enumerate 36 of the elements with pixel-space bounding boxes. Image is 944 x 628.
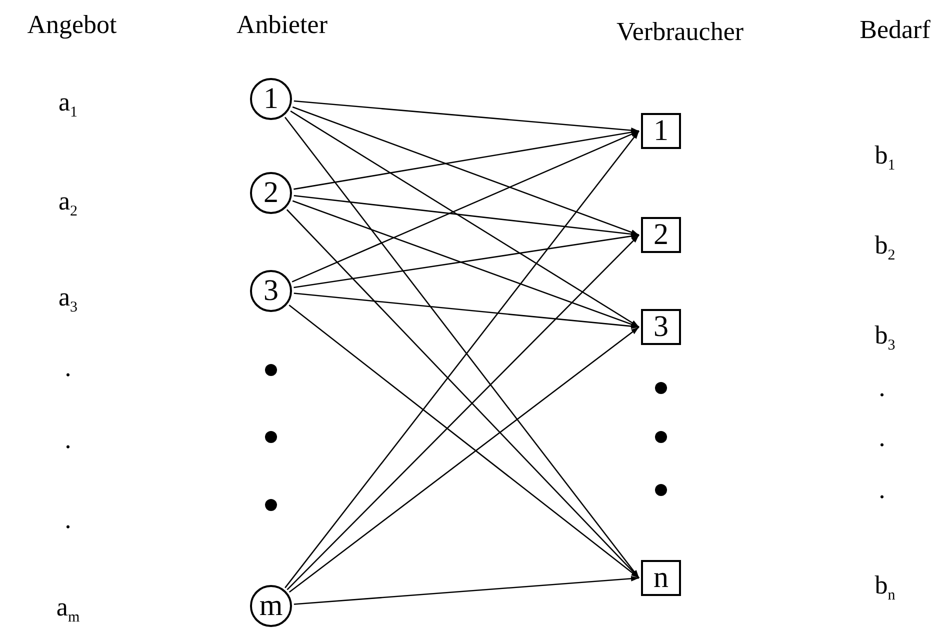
arrow <box>294 194 640 237</box>
arrow <box>292 200 640 328</box>
supplier-circle: 1 <box>250 78 292 120</box>
variable-label: a$_{m}$ <box>56 594 80 626</box>
variable-label: a$_{1}$ <box>58 89 78 121</box>
consumer-box: n <box>641 560 681 596</box>
supplier-circle: m <box>250 585 292 627</box>
variable-label: b$_{1}$ <box>874 142 896 174</box>
variable-label: b$_{3}$ <box>874 322 896 354</box>
variable-label: . <box>64 507 72 533</box>
column-heading: Anbieter <box>236 12 328 38</box>
variable-label: a$_{2}$ <box>58 188 78 220</box>
consumer-box: 2 <box>641 217 681 253</box>
arrow <box>290 110 640 328</box>
consumer-box: 1 <box>641 113 681 149</box>
variable-label: . <box>64 355 72 381</box>
arrow <box>294 576 640 605</box>
column-heading: Bedarf <box>860 17 930 43</box>
variable-label: b$_{n}$ <box>874 572 896 604</box>
variable-label: b$_{2}$ <box>874 232 896 264</box>
consumer-box: 3 <box>641 309 681 345</box>
supplier-circle: 2 <box>250 172 292 214</box>
column-heading: Angebot <box>27 12 117 38</box>
variable-label: . <box>878 425 886 451</box>
arrow <box>294 233 640 288</box>
arrow <box>294 292 640 329</box>
arrow <box>294 100 640 134</box>
variable-label: . <box>878 477 886 503</box>
arrow <box>292 106 640 236</box>
arrow <box>292 130 640 282</box>
arrow <box>294 130 640 190</box>
variable-label: . <box>64 427 72 453</box>
variable-label: a$_{3}$ <box>58 284 78 316</box>
supplier-circle: 3 <box>250 270 292 312</box>
variable-label: . <box>878 375 886 401</box>
column-heading: Verbraucher <box>616 19 744 45</box>
